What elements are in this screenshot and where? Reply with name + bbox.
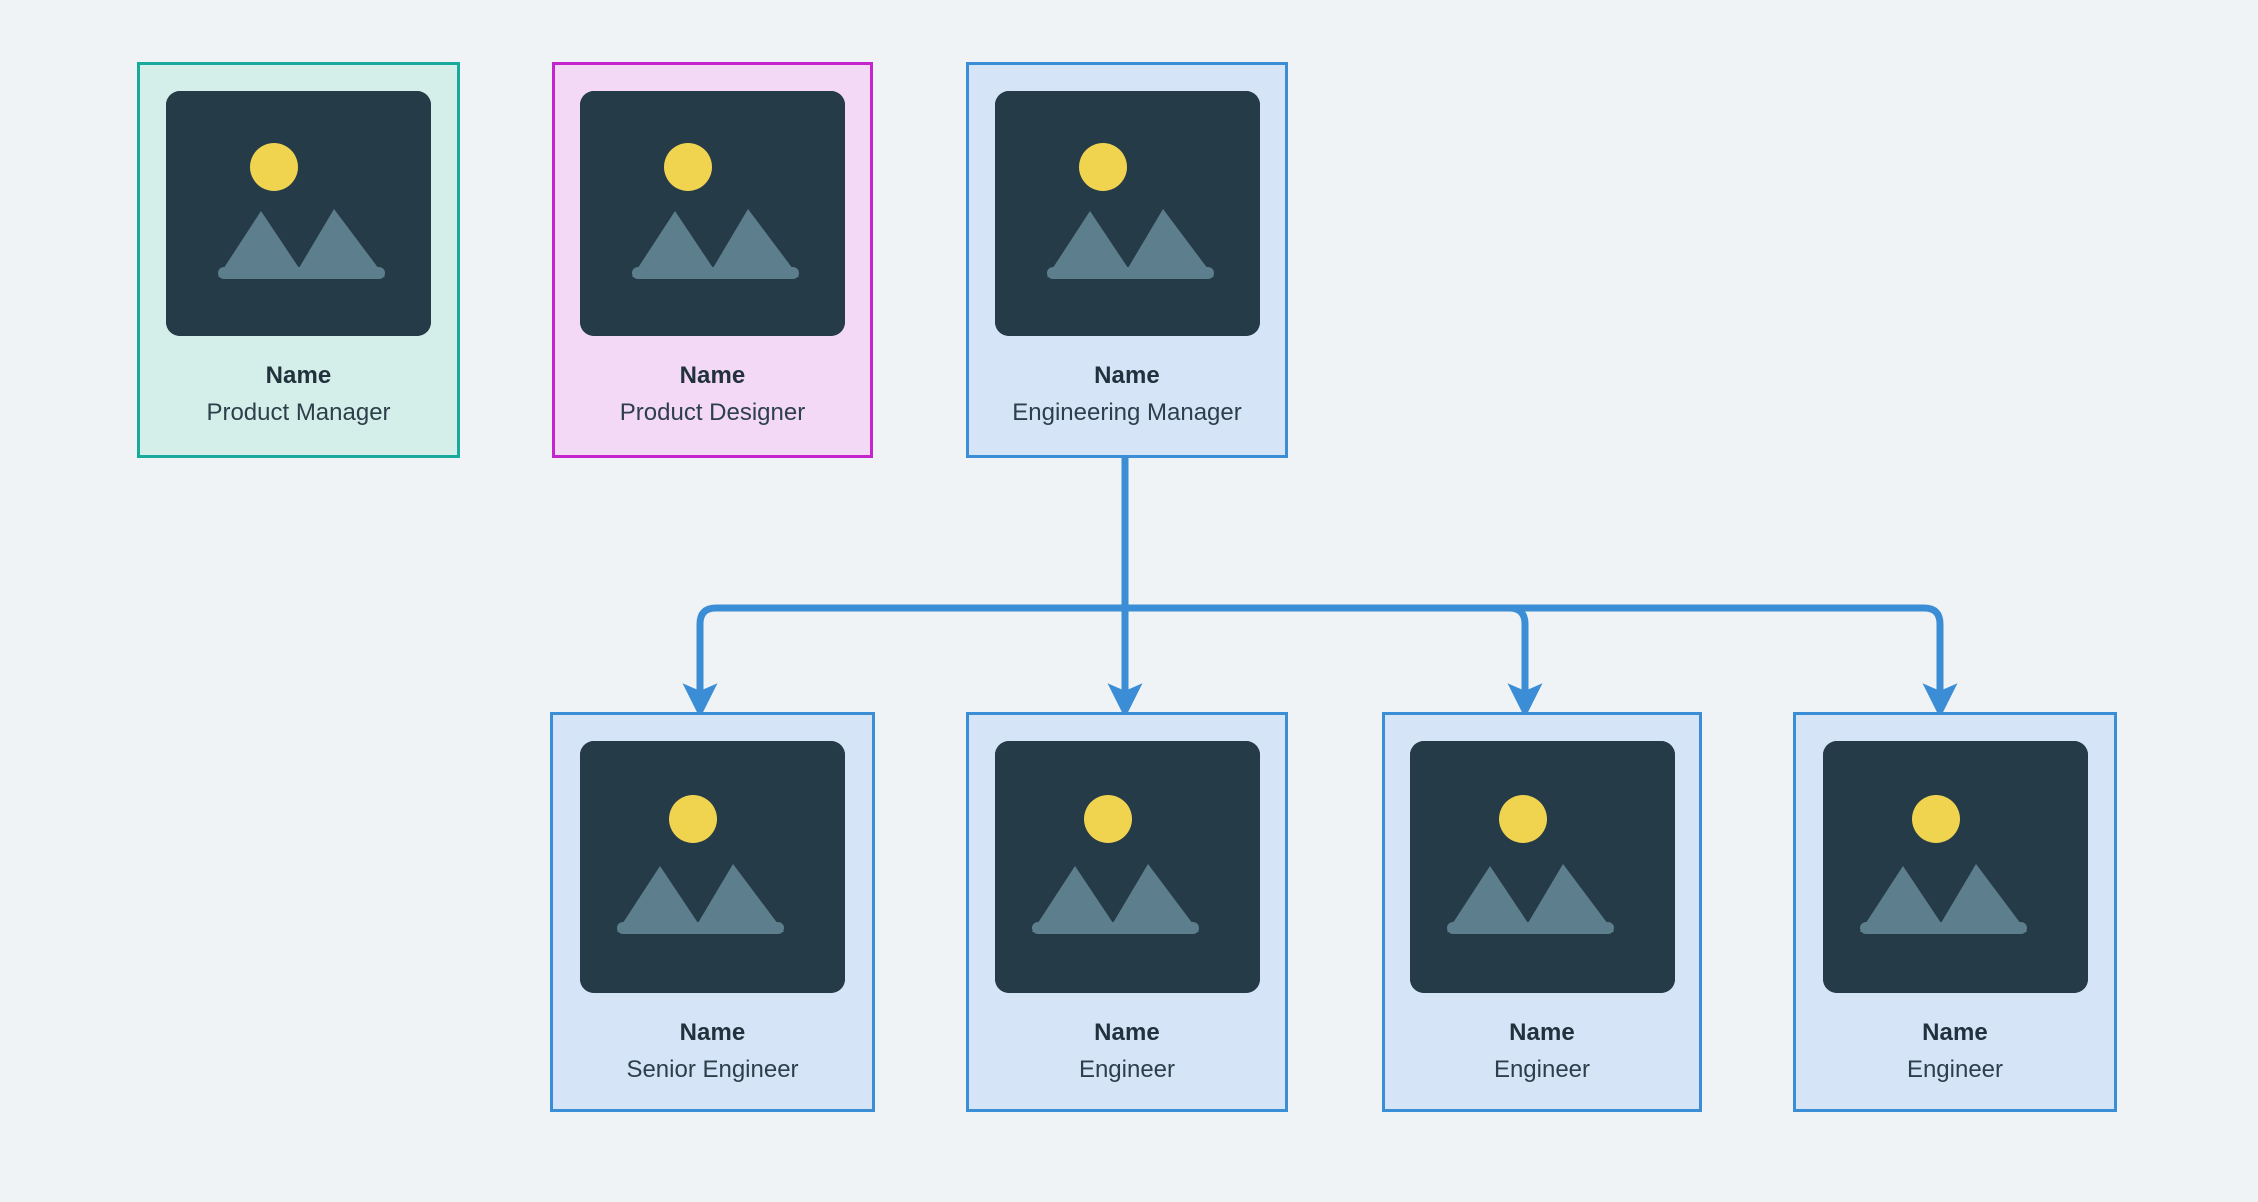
card-person-name: Name [679,362,746,389]
org-card-engineer-2[interactable]: Name Engineer [1382,712,1702,1112]
card-person-role: Engineer [1906,1056,2004,1083]
card-text-block: Name Engineer [1796,993,2114,1084]
sun-circle-icon [1498,795,1547,843]
org-card-product-designer[interactable]: Name Product Designer [552,62,873,458]
image-placeholder-icon [1409,741,1675,993]
sun-circle-icon [250,143,298,191]
org-card-engineer-1[interactable]: Name Engineer [966,712,1288,1112]
card-person-name: Name [1094,1019,1160,1046]
mountain-range-icon [1446,864,1614,932]
card-text-block: Name Engineer [969,993,1285,1084]
sun-circle-icon [1083,795,1132,843]
org-card-senior-engineer[interactable]: Name Senior Engineer [550,712,875,1112]
sun-circle-icon [664,143,712,191]
card-text-block: Name Senior Engineer [553,993,872,1084]
mountain-range-icon [1046,209,1214,277]
org-card-product-manager[interactable]: Name Product Manager [137,62,460,458]
org-card-engineering-manager[interactable]: Name Engineering Manager [966,62,1288,458]
image-placeholder-icon [994,741,1260,993]
card-person-role: Engineer [1078,1056,1176,1083]
card-text-block: Name Engineer [1385,993,1699,1084]
card-person-role: Product Manager [206,399,391,426]
card-person-role: Engineer [1493,1056,1591,1083]
sun-circle-icon [1078,143,1127,191]
mountain-range-icon [218,209,385,277]
image-placeholder-icon [580,741,845,993]
card-person-role: Senior Engineer [626,1056,799,1083]
card-person-name: Name [679,1019,746,1046]
image-placeholder-icon [994,91,1260,336]
mountain-range-icon [1031,864,1199,932]
card-text-block: Name Engineering Manager [969,336,1285,427]
card-text-block: Name Product Designer [555,336,870,427]
connector-em-to-engineer-3 [1922,604,1958,719]
connector-em-to-senior-engineer [682,604,718,719]
image-placeholder-icon [1822,741,2088,993]
mountain-range-icon [632,209,799,277]
image-placeholder-icon [166,91,431,336]
card-person-name: Name [265,362,332,389]
mountain-range-icon [617,864,784,932]
card-person-role: Engineering Manager [1012,399,1242,426]
image-placeholder-icon [580,91,845,336]
card-text-block: Name Product Manager [140,336,457,427]
card-person-role: Product Designer [619,399,806,426]
card-person-name: Name [1922,1019,1988,1046]
sun-circle-icon [1911,795,1960,843]
org-card-engineer-3[interactable]: Name Engineer [1793,712,2117,1112]
card-person-name: Name [1509,1019,1575,1046]
mountain-range-icon [1859,864,2027,932]
sun-circle-icon [669,795,717,843]
card-person-name: Name [1094,362,1160,389]
connector-em-to-engineer-2 [1507,604,1543,719]
